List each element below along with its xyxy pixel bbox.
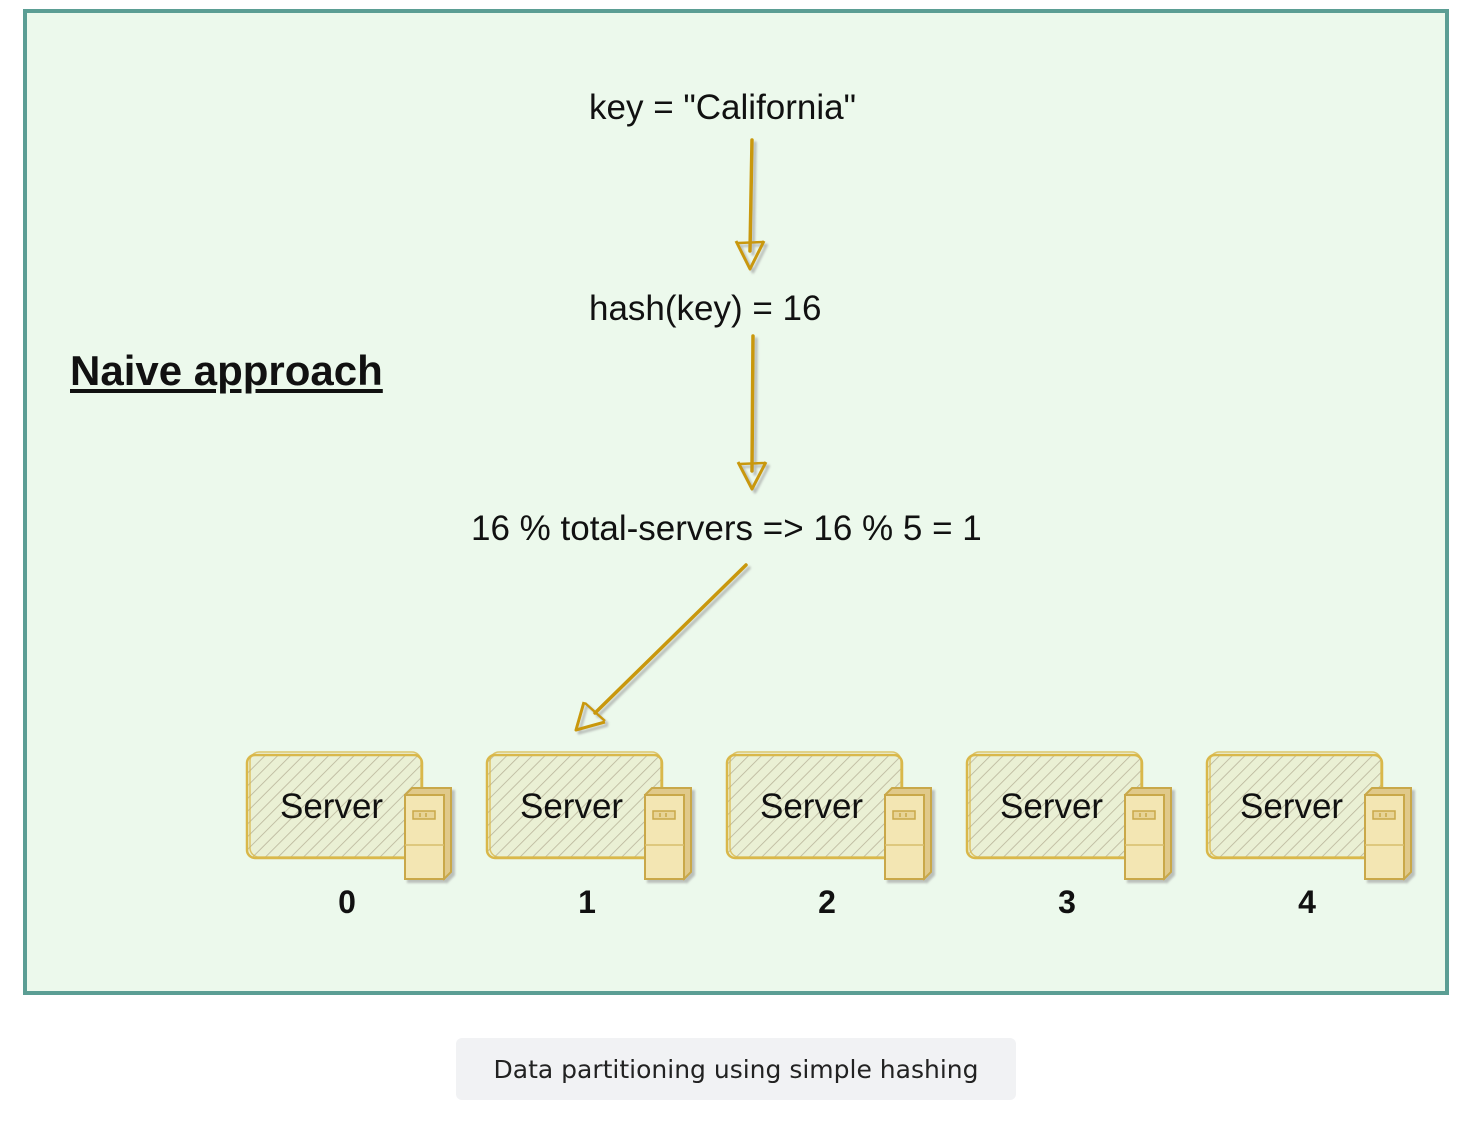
arrow-key-to-hash	[734, 138, 766, 271]
arrow-modulo-to-server-1	[574, 563, 748, 732]
modulo-label: 16 % total-servers => 16 % 5 = 1	[471, 509, 982, 548]
server-node-2: Server 2	[725, 751, 932, 920]
server-tower-icon	[1123, 787, 1172, 881]
server-index: 4	[1298, 884, 1316, 920]
diagram-frame: Server 0 Server 1 Server 2 Server 3 Server 4 key …	[23, 9, 1449, 995]
hash-label: hash(key) = 16	[589, 289, 822, 328]
server-node-3: Server 3	[965, 751, 1172, 920]
server-index: 0	[338, 884, 356, 920]
servers-row: Server 0 Server 1 Server 2 Server 3 Server 4	[245, 751, 1412, 920]
server-label: Server	[1000, 787, 1103, 826]
server-label: Server	[760, 787, 863, 826]
server-tower-icon	[1363, 787, 1412, 881]
server-node-1: Server 1	[485, 751, 692, 920]
server-label: Server	[1240, 787, 1343, 826]
arrow-hash-to-modulo	[736, 334, 768, 491]
server-index: 3	[1058, 884, 1076, 920]
server-tower-icon	[643, 787, 692, 881]
server-label: Server	[520, 787, 623, 826]
server-index: 1	[578, 884, 596, 920]
server-node-4: Server 4	[1205, 751, 1412, 920]
section-title: Naive approach	[70, 347, 383, 394]
server-tower-icon	[883, 787, 932, 881]
diagram-canvas: Server 0 Server 1 Server 2 Server 3 Server 4	[245, 138, 1412, 920]
server-node-0: Server 0	[245, 751, 452, 920]
server-label: Server	[280, 787, 383, 826]
key-label: key = "California"	[589, 88, 857, 127]
figure-caption: Data partitioning using simple hashing	[456, 1038, 1016, 1100]
server-index: 2	[818, 884, 836, 920]
server-tower-icon	[403, 787, 452, 881]
